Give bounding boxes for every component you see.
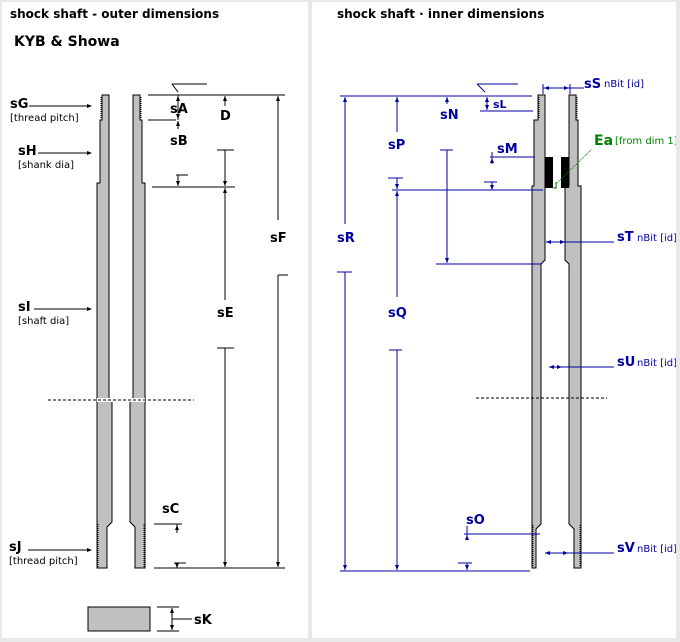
svg-text:nBit [id]: nBit [id] [637, 358, 676, 369]
ea-callout: Ea [from dim 1] [553, 133, 676, 189]
callout-sH: sH [shank dia] [18, 144, 92, 171]
dim-sR: sR [337, 97, 355, 570]
svg-text:D: D [220, 109, 231, 124]
inner-shaft-left-wall [531, 94, 546, 569]
dim-sP: sP [388, 97, 405, 189]
inner-panel-title: shock shaft · inner dimensions [337, 7, 544, 21]
outer-dimensions-drawing: shock shaft - outer dimensions KYB & Sho… [9, 7, 288, 632]
svg-text:nBit [id]: nBit [id] [637, 544, 676, 555]
seal-block-left [545, 157, 553, 188]
dim-sF: sF [270, 96, 288, 567]
dim-sC: sC [154, 502, 186, 568]
arrow-icon [87, 548, 92, 552]
svg-text:sC: sC [162, 502, 179, 517]
svg-text:sO: sO [466, 513, 485, 528]
svg-text:sN: sN [440, 108, 459, 123]
dim-D: D [220, 96, 231, 124]
id-callout-sS: sS nBit [id] [542, 77, 644, 94]
inner-dimensions-panel: shock shaft · inner dimensions sL [312, 2, 676, 638]
dim-sL: sL [485, 97, 507, 111]
svg-text:sU: sU [617, 355, 635, 370]
svg-text:sR: sR [337, 231, 355, 246]
seal-block-right [561, 157, 569, 188]
arrow-icon [87, 104, 92, 108]
wall-thickness-sample [87, 606, 151, 632]
svg-text:sK: sK [194, 613, 213, 628]
svg-text:nBit [id]: nBit [id] [637, 233, 676, 244]
arrow-icon [87, 151, 92, 155]
svg-text:[from dim 1]: [from dim 1] [615, 136, 676, 147]
svg-text:[thread pitch]: [thread pitch] [10, 113, 79, 124]
svg-text:Ea: Ea [594, 133, 613, 149]
svg-text:sF: sF [270, 231, 287, 246]
inner-shaft-right-wall [564, 94, 582, 569]
svg-text:sI: sI [18, 300, 31, 315]
callout-sJ: sJ [thread pitch] [9, 540, 92, 567]
id-callout-sT: sT nBit [id] [546, 230, 676, 245]
dim-sE: sE [217, 149, 234, 567]
svg-text:[shaft dia]: [shaft dia] [18, 316, 69, 327]
arrow-icon [87, 307, 92, 311]
shaft-right-wall [129, 94, 146, 569]
dim-sA: sA [170, 95, 188, 120]
svg-text:sP: sP [388, 138, 405, 153]
callout-sI: sI [shaft dia] [18, 300, 92, 327]
dim-seal-length [440, 149, 453, 263]
inner-dimensions-drawing: shock shaft · inner dimensions sL [337, 7, 676, 572]
svg-text:[thread pitch]: [thread pitch] [9, 556, 78, 567]
svg-text:sV: sV [617, 541, 635, 556]
shaft-left-wall [96, 94, 113, 569]
dim-sN: sN [440, 97, 459, 123]
svg-text:sS: sS [584, 77, 601, 92]
svg-text:sA: sA [170, 102, 188, 117]
svg-text:sM: sM [497, 142, 518, 157]
callout-sG: sG [thread pitch] [10, 97, 92, 124]
dim-sM: sM [484, 142, 518, 190]
outer-dimensions-panel: shock shaft - outer dimensions KYB & Sho… [2, 2, 308, 638]
brand-subtitle: KYB & Showa [14, 34, 120, 50]
dim-sO: sO [458, 513, 485, 570]
dim-sK: sK [87, 606, 213, 632]
id-callout-sV: sV nBit [id] [545, 541, 676, 556]
svg-text:sG: sG [10, 97, 28, 112]
svg-text:sE: sE [217, 306, 234, 321]
id-callout-sU: sU nBit [id] [549, 355, 676, 370]
svg-text:[shank dia]: [shank dia] [18, 160, 74, 171]
dim-sB: sB [170, 121, 188, 149]
outer-panel-title: shock shaft - outer dimensions [10, 7, 219, 21]
dim-sQ: sQ [388, 191, 407, 570]
svg-text:sH: sH [18, 144, 37, 159]
svg-text:nBit [id]: nBit [id] [604, 79, 644, 90]
svg-text:sT: sT [617, 230, 634, 245]
svg-text:sL: sL [493, 98, 507, 111]
svg-text:sB: sB [170, 134, 188, 149]
svg-text:sQ: sQ [388, 306, 407, 321]
svg-text:sJ: sJ [9, 540, 22, 555]
